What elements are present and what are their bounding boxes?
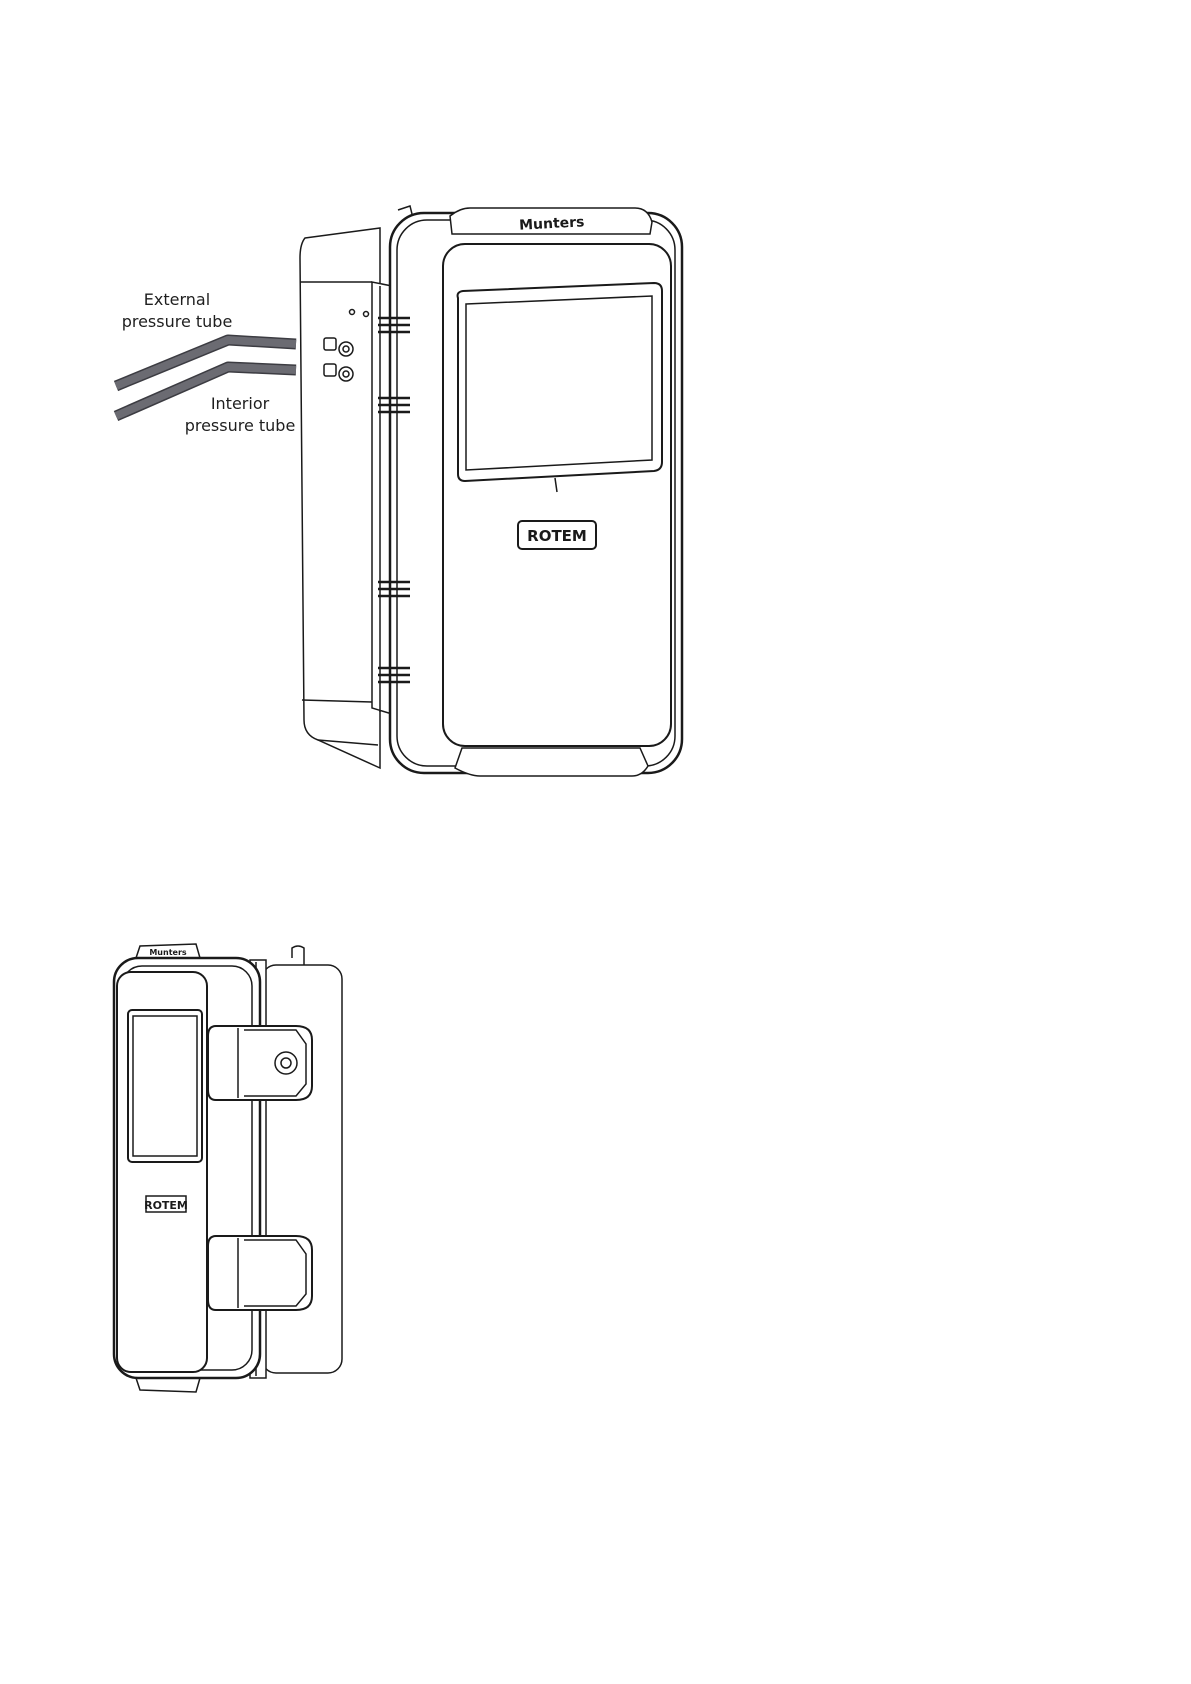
interior-label-line2: pressure tube bbox=[180, 415, 300, 437]
brand-plate-text: ROTEM bbox=[527, 527, 587, 545]
side-top-logo: Munters bbox=[149, 948, 187, 957]
top-logo: Munters bbox=[519, 214, 585, 233]
controller-side-view bbox=[114, 944, 342, 1392]
external-pressure-tube-label: External pressure tube bbox=[112, 289, 242, 333]
external-label-line2: pressure tube bbox=[112, 311, 242, 333]
interior-label-line1: Interior bbox=[180, 393, 300, 415]
interior-pressure-tube-label: Interior pressure tube bbox=[180, 393, 300, 437]
external-label-line1: External bbox=[112, 289, 242, 311]
side-brand-plate-text: ROTEM bbox=[144, 1199, 188, 1212]
enclosure-body bbox=[300, 206, 682, 776]
